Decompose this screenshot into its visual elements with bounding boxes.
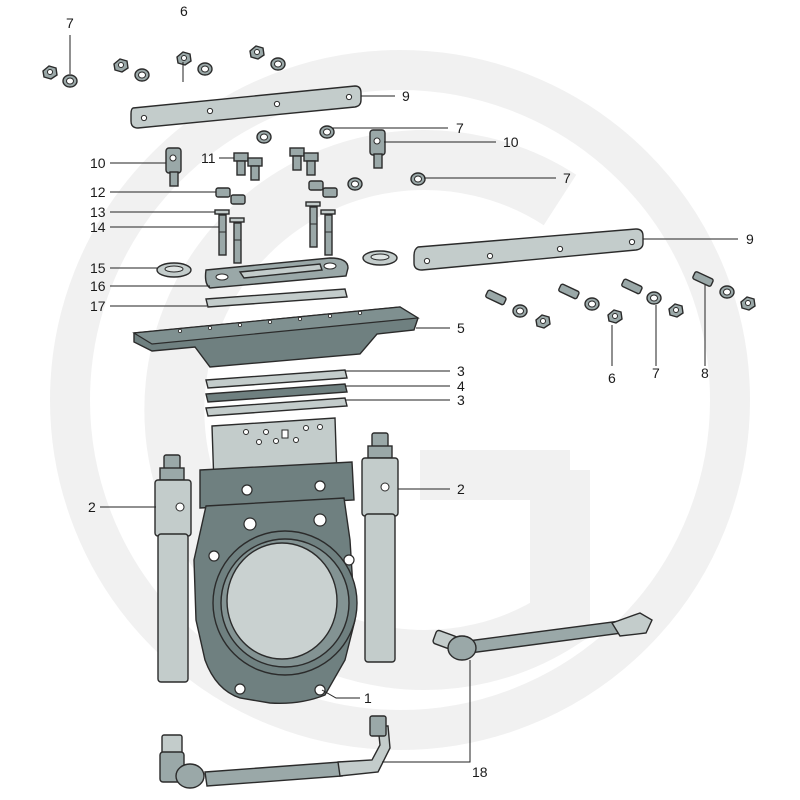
clevis-bracket-left (165, 147, 182, 187)
callout-5: 5 (457, 320, 465, 336)
studs-13-14 (214, 201, 336, 264)
watermark-logo (50, 50, 750, 750)
top-bar (130, 85, 362, 129)
yoke-plate-5 (132, 306, 420, 368)
callout-7-mid: 7 (456, 120, 464, 136)
callout-6-top: 6 (180, 3, 188, 19)
callout-6-bottom: 6 (608, 370, 616, 386)
clevis-bracket-right (369, 129, 386, 169)
packing-gland-16 (204, 257, 349, 289)
callout-10-left: 10 (90, 155, 106, 171)
callout-15: 15 (90, 260, 106, 276)
callout-10-right: 10 (503, 134, 519, 150)
callout-9-right: 9 (746, 231, 754, 247)
packing-strip-17 (205, 288, 348, 308)
callout-18: 18 (472, 764, 488, 780)
right-hardware (485, 271, 756, 329)
callout-4: 4 (457, 378, 465, 394)
callout-7-right: 7 (563, 170, 571, 186)
callout-11: 11 (201, 150, 216, 166)
callout-7-bottom: 7 (652, 365, 660, 381)
callout-13: 13 (90, 204, 106, 220)
hex-nut (42, 65, 58, 80)
callout-3-lower: 3 (457, 392, 465, 408)
bolts-11 (233, 147, 319, 181)
callout-9-top: 9 (402, 88, 410, 104)
callout-labels: 6 7 9 7 10 10 11 7 12 13 14 9 15 16 17 5… (66, 3, 754, 780)
hex-nut (176, 51, 192, 66)
washer (197, 62, 213, 76)
right-bar (413, 228, 644, 271)
washer (62, 74, 78, 88)
callout-8: 8 (701, 365, 709, 381)
callout-7-top: 7 (66, 15, 74, 31)
leader-lines (69, 35, 738, 763)
callout-1: 1 (364, 690, 372, 706)
callout-2-right: 2 (457, 481, 465, 497)
small-nuts-12 (215, 180, 338, 205)
callout-16: 16 (90, 278, 106, 294)
callout-3-upper: 3 (457, 363, 465, 379)
callout-14: 14 (90, 219, 106, 235)
seal-strips-3-4 (205, 369, 348, 417)
valve-body (193, 461, 358, 705)
hex-nut (249, 45, 265, 60)
air-cylinder-right (361, 432, 399, 663)
callout-17: 17 (90, 298, 106, 314)
mid-washers (256, 125, 426, 191)
washer (134, 68, 150, 82)
hose-assembly-lower (159, 715, 391, 789)
air-cylinder-left (154, 454, 192, 683)
top-nuts-washers (42, 45, 286, 88)
hose-assembly-upper (432, 612, 653, 661)
callout-2-left: 2 (88, 499, 96, 515)
callout-12: 12 (90, 184, 106, 200)
washer (270, 57, 286, 71)
hex-nut (113, 58, 129, 73)
seal-rings-15 (156, 250, 398, 278)
